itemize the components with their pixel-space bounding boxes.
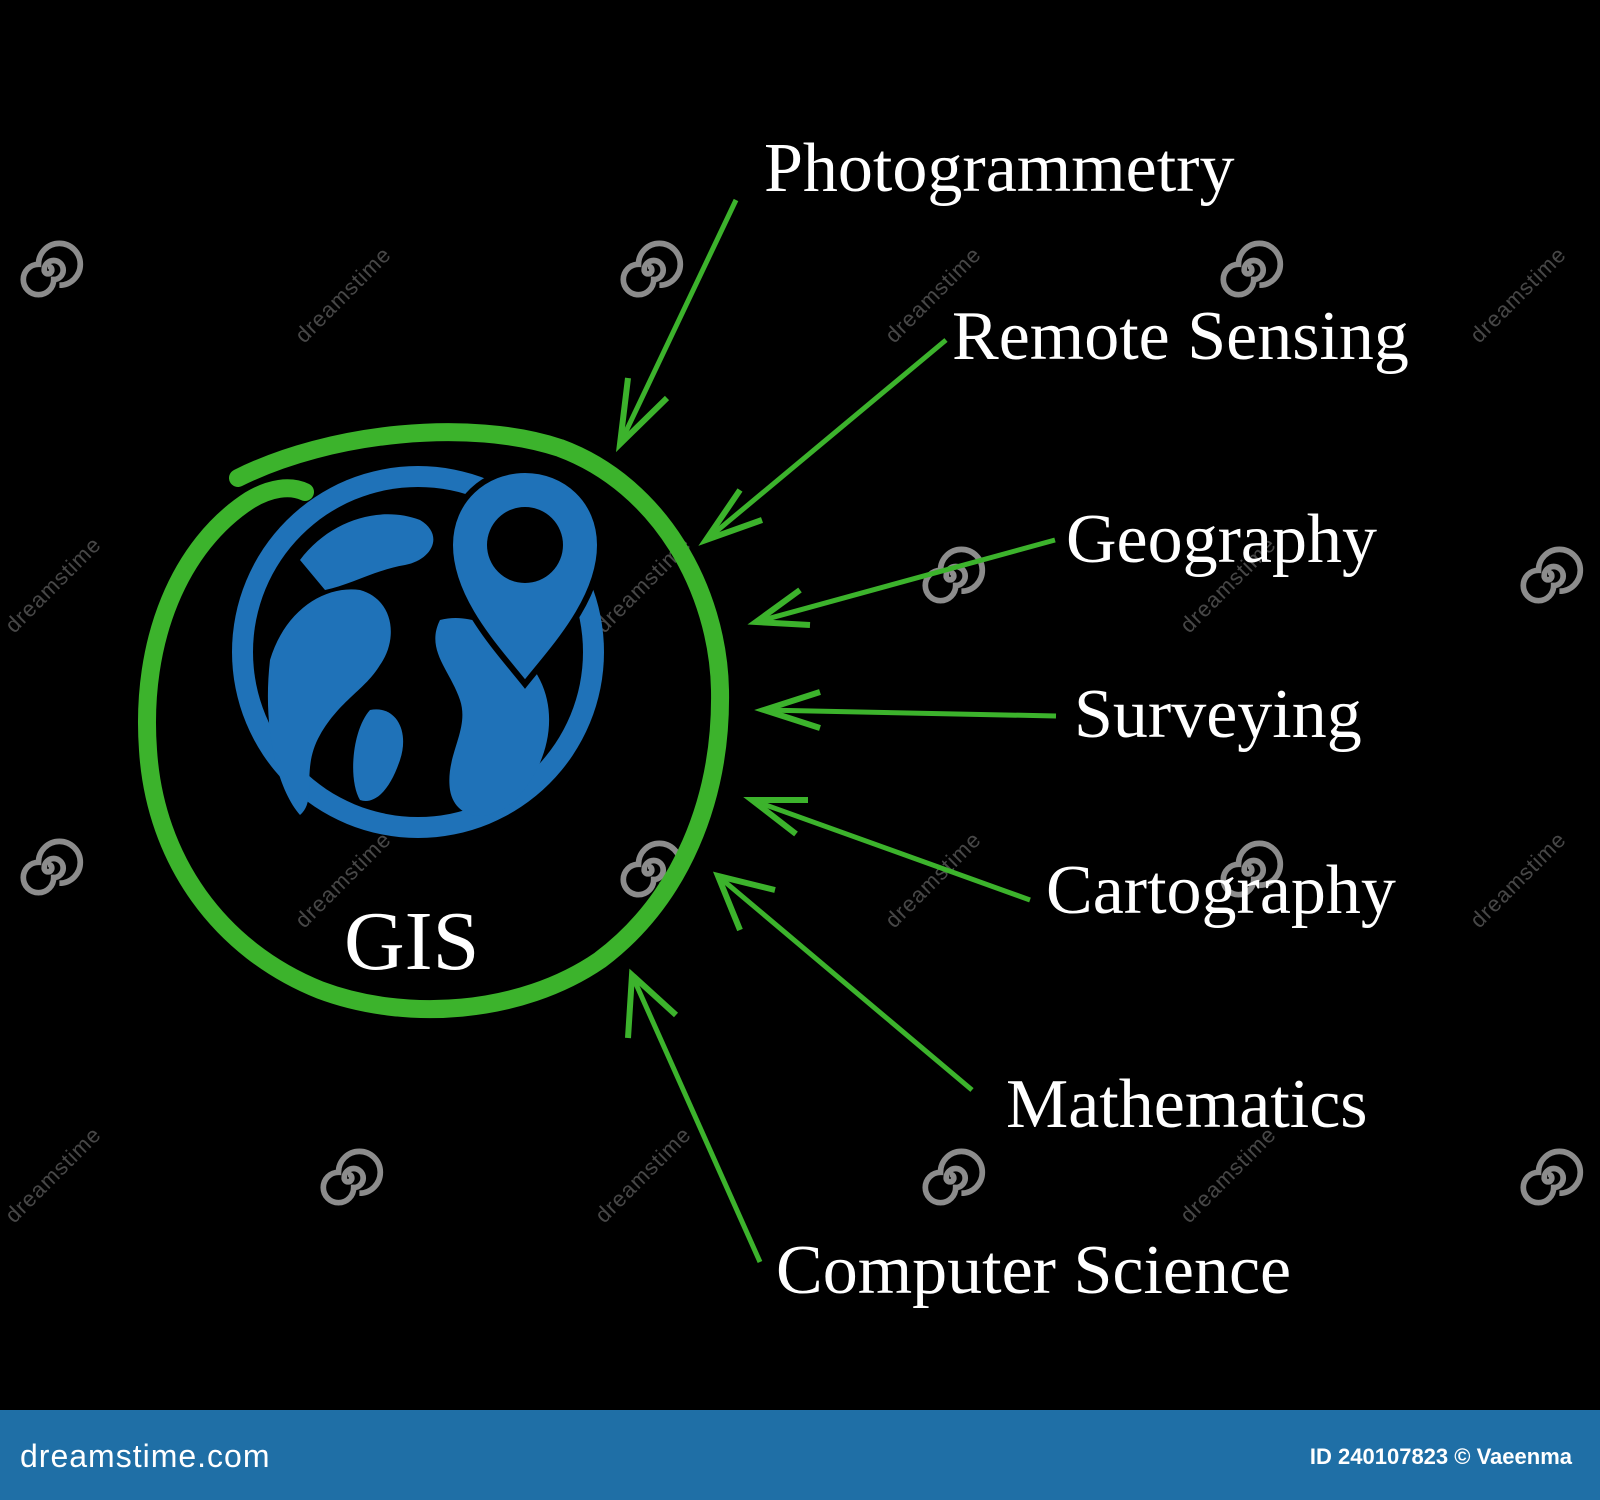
watermark-spiral-icon (620, 840, 684, 898)
watermark-spiral-icon (1220, 840, 1284, 898)
watermark-spiral-icon (20, 240, 84, 298)
diagram-canvas: dreamstime dreamstime dreamstime dreamst… (0, 130, 1584, 1309)
label-remote-sensing: Remote Sensing (952, 298, 1409, 375)
watermark-spiral-icon (320, 1148, 384, 1206)
map-pin-icon (446, 466, 604, 689)
arrow-mathematics (713, 871, 974, 1092)
watermark-spiral-icon (20, 838, 84, 896)
arrow-photogrammetry (615, 198, 739, 453)
label-cartography: Cartography (1046, 852, 1396, 929)
diagram-graphics (138, 198, 1057, 1264)
watermark-brand: dreamstime.com (20, 1438, 271, 1474)
label-photogrammetry: Photogrammetry (764, 130, 1235, 207)
label-geography: Geography (1066, 501, 1378, 578)
watermark-spiral-icon (1520, 1148, 1584, 1206)
watermark-spiral-icon (620, 240, 684, 298)
label-mathematics: Mathematics (1006, 1066, 1368, 1143)
arrow-geography (747, 537, 1056, 628)
watermark-spiral-icon (922, 546, 986, 604)
gis-label: GIS (344, 895, 480, 988)
watermark-spiral-icon (1520, 546, 1584, 604)
arrow-computer-science (625, 968, 763, 1264)
watermark-credit: ID 240107823 © Vaeenma (1309, 1444, 1572, 1469)
arrow-remote-sensing (698, 338, 948, 546)
watermark-spiral-icon (922, 1148, 986, 1206)
label-computer-science: Computer Science (776, 1232, 1292, 1309)
watermark-spiral-icon (1220, 240, 1284, 298)
watermark-footer-bar: dreamstime.com ID 240107823 © Vaeenma (0, 1410, 1600, 1500)
arrow-surveying (754, 689, 1057, 731)
label-surveying: Surveying (1074, 676, 1362, 753)
gis-ring (138, 423, 730, 1019)
arrow-cartography (743, 797, 1031, 903)
